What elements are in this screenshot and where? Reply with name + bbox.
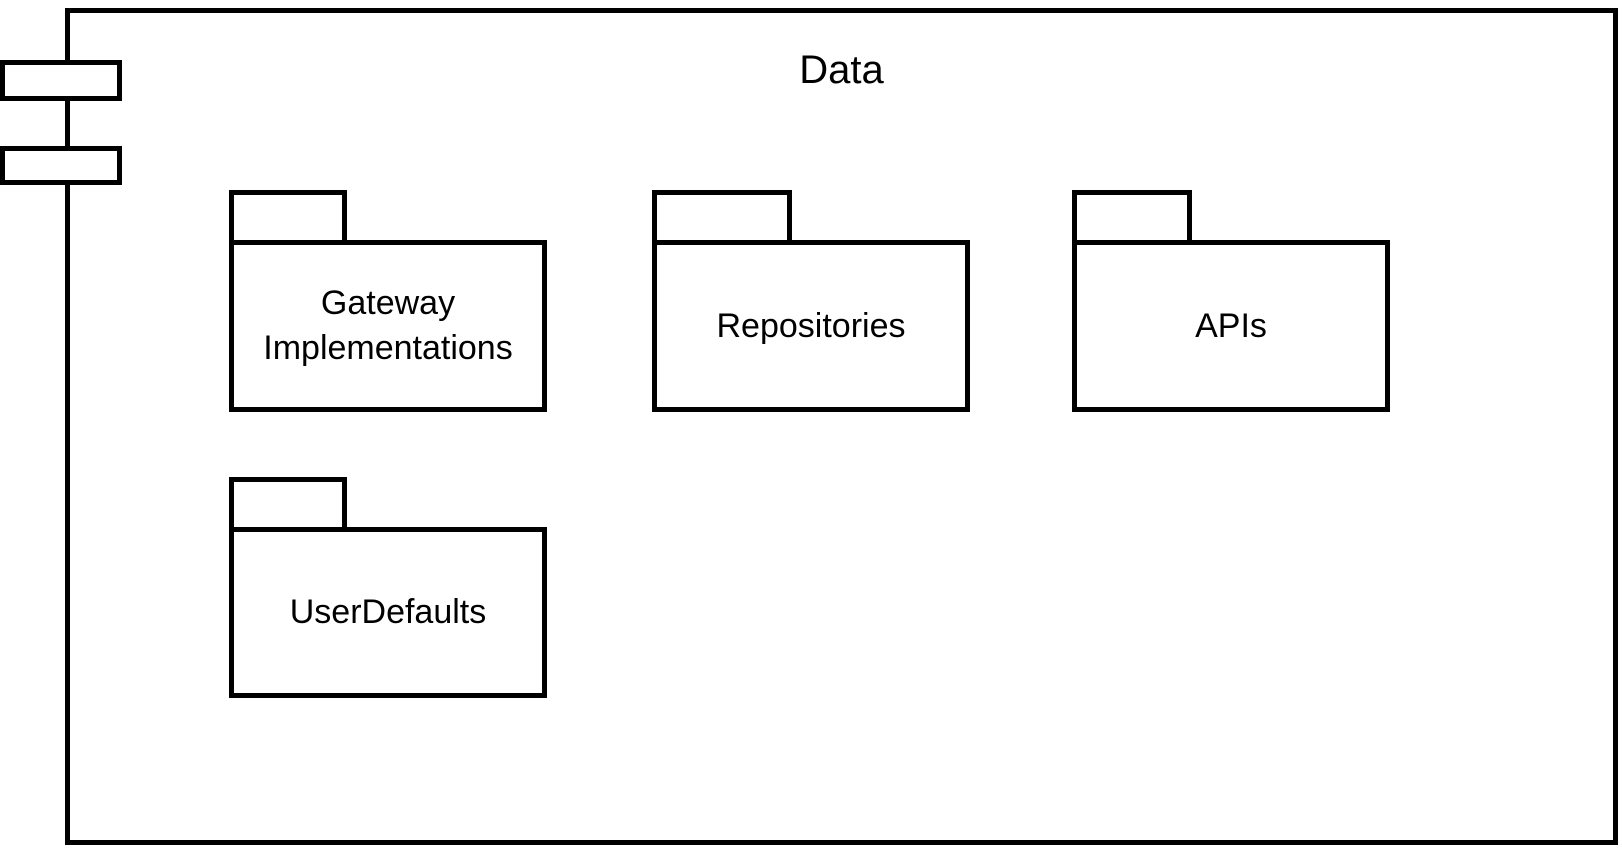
package-tab-icon <box>229 477 347 532</box>
package-label: APIs <box>1195 306 1267 345</box>
package-label: Repositories <box>716 306 906 345</box>
package-gateway-implementations[interactable]: Gateway Implementations <box>229 190 547 412</box>
package-tab-icon <box>652 190 792 245</box>
package-userdefaults[interactable]: UserDefaults <box>229 477 547 698</box>
package-body: Gateway Implementations <box>229 240 547 412</box>
component-stub-upper-icon <box>0 60 122 101</box>
component-stub-lower-icon <box>0 146 122 185</box>
package-label: UserDefaults <box>289 593 487 631</box>
package-body: Repositories <box>652 240 970 412</box>
package-body: UserDefaults <box>229 527 547 698</box>
component-title: Data <box>799 48 884 92</box>
component-data-container[interactable] <box>65 8 1618 845</box>
package-body: APIs <box>1072 240 1390 412</box>
package-apis[interactable]: APIs <box>1072 190 1390 412</box>
package-label: Gateway Implementations <box>263 284 513 367</box>
package-tab-icon <box>1072 190 1192 245</box>
package-tab-icon <box>229 190 347 245</box>
package-repositories[interactable]: Repositories <box>652 190 970 412</box>
